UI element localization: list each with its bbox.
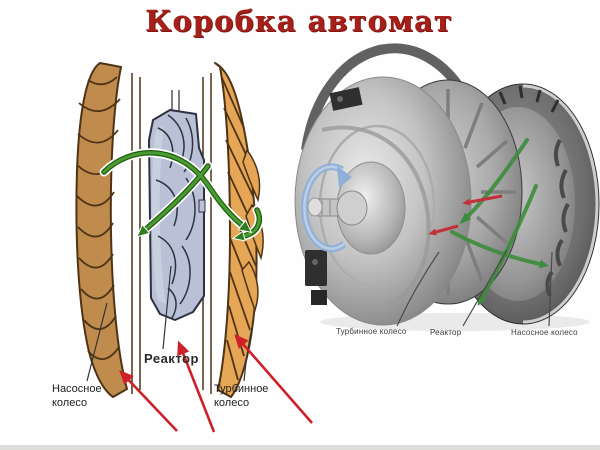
leader-lines-right: [396, 249, 553, 327]
pump-wheel-drawing: [75, 62, 141, 398]
red-flow-arrows-icon: [428, 194, 503, 236]
page-title: Коробка автомат: [145, 4, 453, 38]
converter-housing-photo: [294, 76, 472, 326]
label-pump-wheel-left: Насосное колесо: [52, 383, 102, 410]
bottom-edge-band: [0, 445, 600, 450]
pointer-arrows-icon: [119, 334, 313, 433]
torque-converter-schematic: [75, 62, 313, 433]
label-pump-wheel-right: Насосное колесо: [511, 328, 578, 337]
flow-arrows-photo-icon: [450, 138, 549, 306]
label-reactor-right: Реактор: [430, 328, 462, 337]
leader-lines-left: [86, 265, 253, 382]
label-turbine-wheel-right: Турбинное колесо: [336, 327, 407, 336]
torque-converter-photo: [294, 43, 600, 331]
label-turbine-wheel-left: Турбинное колесо: [214, 383, 269, 410]
mounting-lugs: [305, 87, 363, 305]
label-reactor-left: Реактор: [144, 351, 199, 366]
fluid-flow-arrows-icon: [99, 148, 264, 242]
rotation-arrow-icon: [300, 163, 352, 253]
